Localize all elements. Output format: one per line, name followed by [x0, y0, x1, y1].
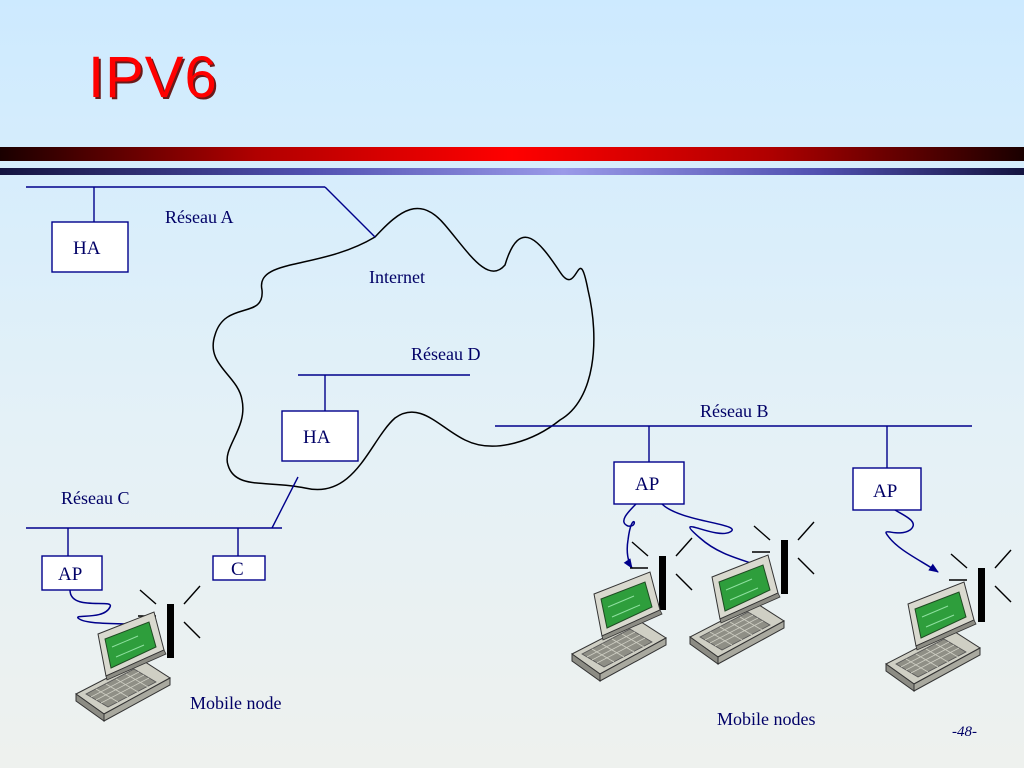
access-point-b2-label: AP	[873, 481, 897, 502]
access-point-c-label: AP	[58, 564, 82, 585]
title-divider-blue	[0, 168, 1024, 175]
label-network-a: Réseau A	[165, 207, 233, 227]
wireless-link-b2	[885, 509, 939, 573]
access-point-c-box	[41, 555, 103, 591]
laptop-icon	[689, 554, 785, 665]
wireless-link-c	[69, 589, 148, 628]
home-agent-d-box	[281, 410, 359, 462]
slide-title: IPV6	[88, 45, 218, 110]
page-number: -48-	[952, 724, 977, 740]
internet-label: Internet	[369, 267, 425, 287]
laptop-icon	[885, 581, 981, 692]
laptop-icon	[75, 611, 171, 722]
network-d	[298, 374, 470, 411]
label-network-d: Réseau D	[411, 344, 480, 364]
network-c	[26, 476, 299, 556]
wireless-link-b1-left	[623, 503, 637, 569]
wireless-link-b1-right	[661, 503, 766, 569]
internet-cloud	[212, 207, 595, 491]
access-point-b2-box	[852, 467, 922, 511]
laptop-icon	[571, 571, 667, 682]
title-divider-red	[0, 147, 1024, 161]
network-b	[495, 425, 972, 468]
home-agent-a-label: HA	[73, 238, 101, 259]
label-network-c: Réseau C	[61, 488, 129, 508]
network-a	[26, 186, 376, 238]
label-network-b: Réseau B	[700, 401, 768, 421]
correspondent-node-label: C	[231, 559, 244, 580]
correspondent-node-box	[212, 555, 266, 581]
caption-mobile-nodes: Mobile nodes	[717, 709, 816, 729]
home-agent-a-box	[51, 221, 129, 273]
home-agent-d-label: HA	[303, 427, 331, 448]
access-point-b1-box	[613, 461, 685, 505]
access-point-b1-label: AP	[635, 474, 659, 495]
caption-mobile-node: Mobile node	[190, 693, 282, 713]
